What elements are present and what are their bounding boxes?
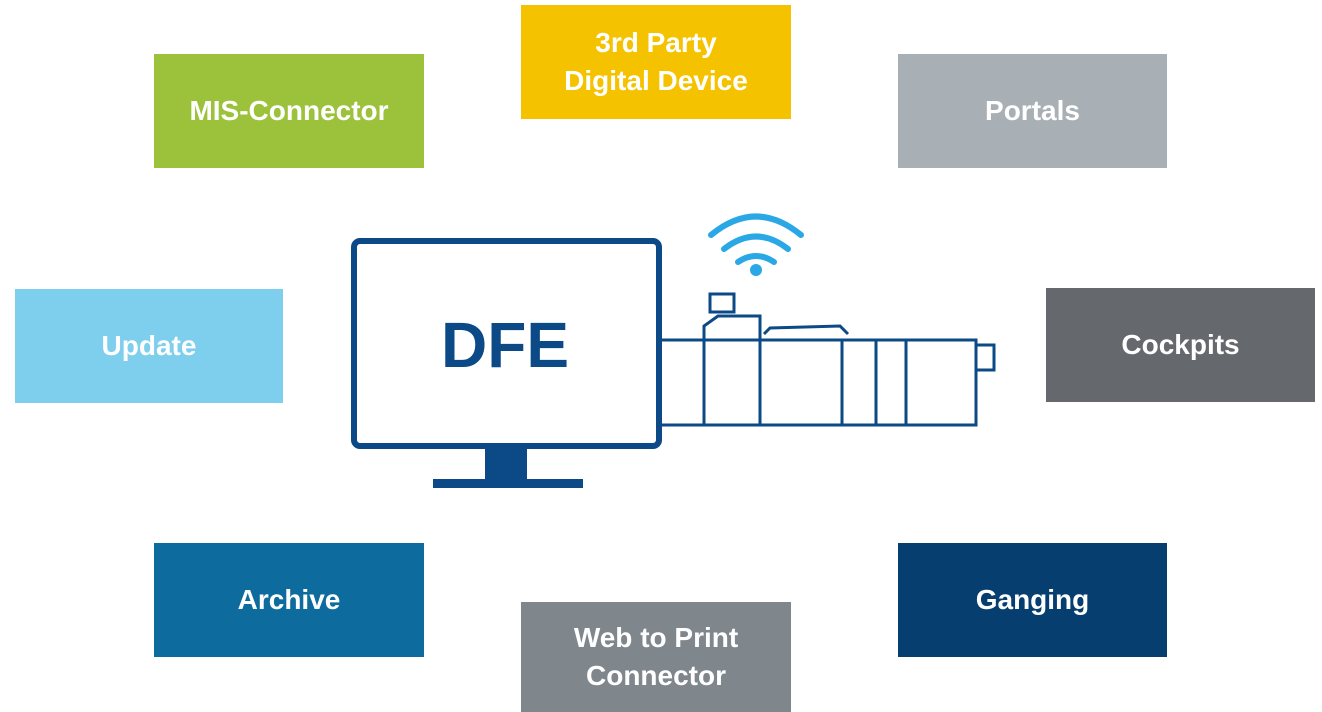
dfe-label: DFE <box>441 309 569 381</box>
tile-3rd-party-digital-device: 3rd Party Digital Device <box>521 5 791 119</box>
tile-label: Web to Print Connector <box>573 622 739 691</box>
tile-ganging: Ganging <box>898 543 1167 657</box>
tile-label: MIS-Connector <box>189 95 389 126</box>
tile-label: 3rd Party Digital Device <box>564 27 748 96</box>
tile-label: Ganging <box>975 584 1090 615</box>
tile-archive: Archive <box>154 543 424 657</box>
wifi-icon <box>708 213 804 276</box>
tile-label: Archive <box>237 584 341 615</box>
tile-label: Portals <box>985 95 1080 126</box>
tile-label: Cockpits <box>1121 329 1240 360</box>
dfe-illustration <box>351 213 996 488</box>
tile-mis-connector: MIS-Connector <box>154 54 424 168</box>
tile-label: Update <box>101 330 197 361</box>
tile-update: Update <box>15 289 283 403</box>
tile-web-to-print-connector: Web to Print Connector <box>521 602 791 712</box>
printer-icon <box>657 292 996 427</box>
tile-cockpits: Cockpits <box>1046 288 1315 402</box>
tile-portals: Portals <box>898 54 1167 168</box>
